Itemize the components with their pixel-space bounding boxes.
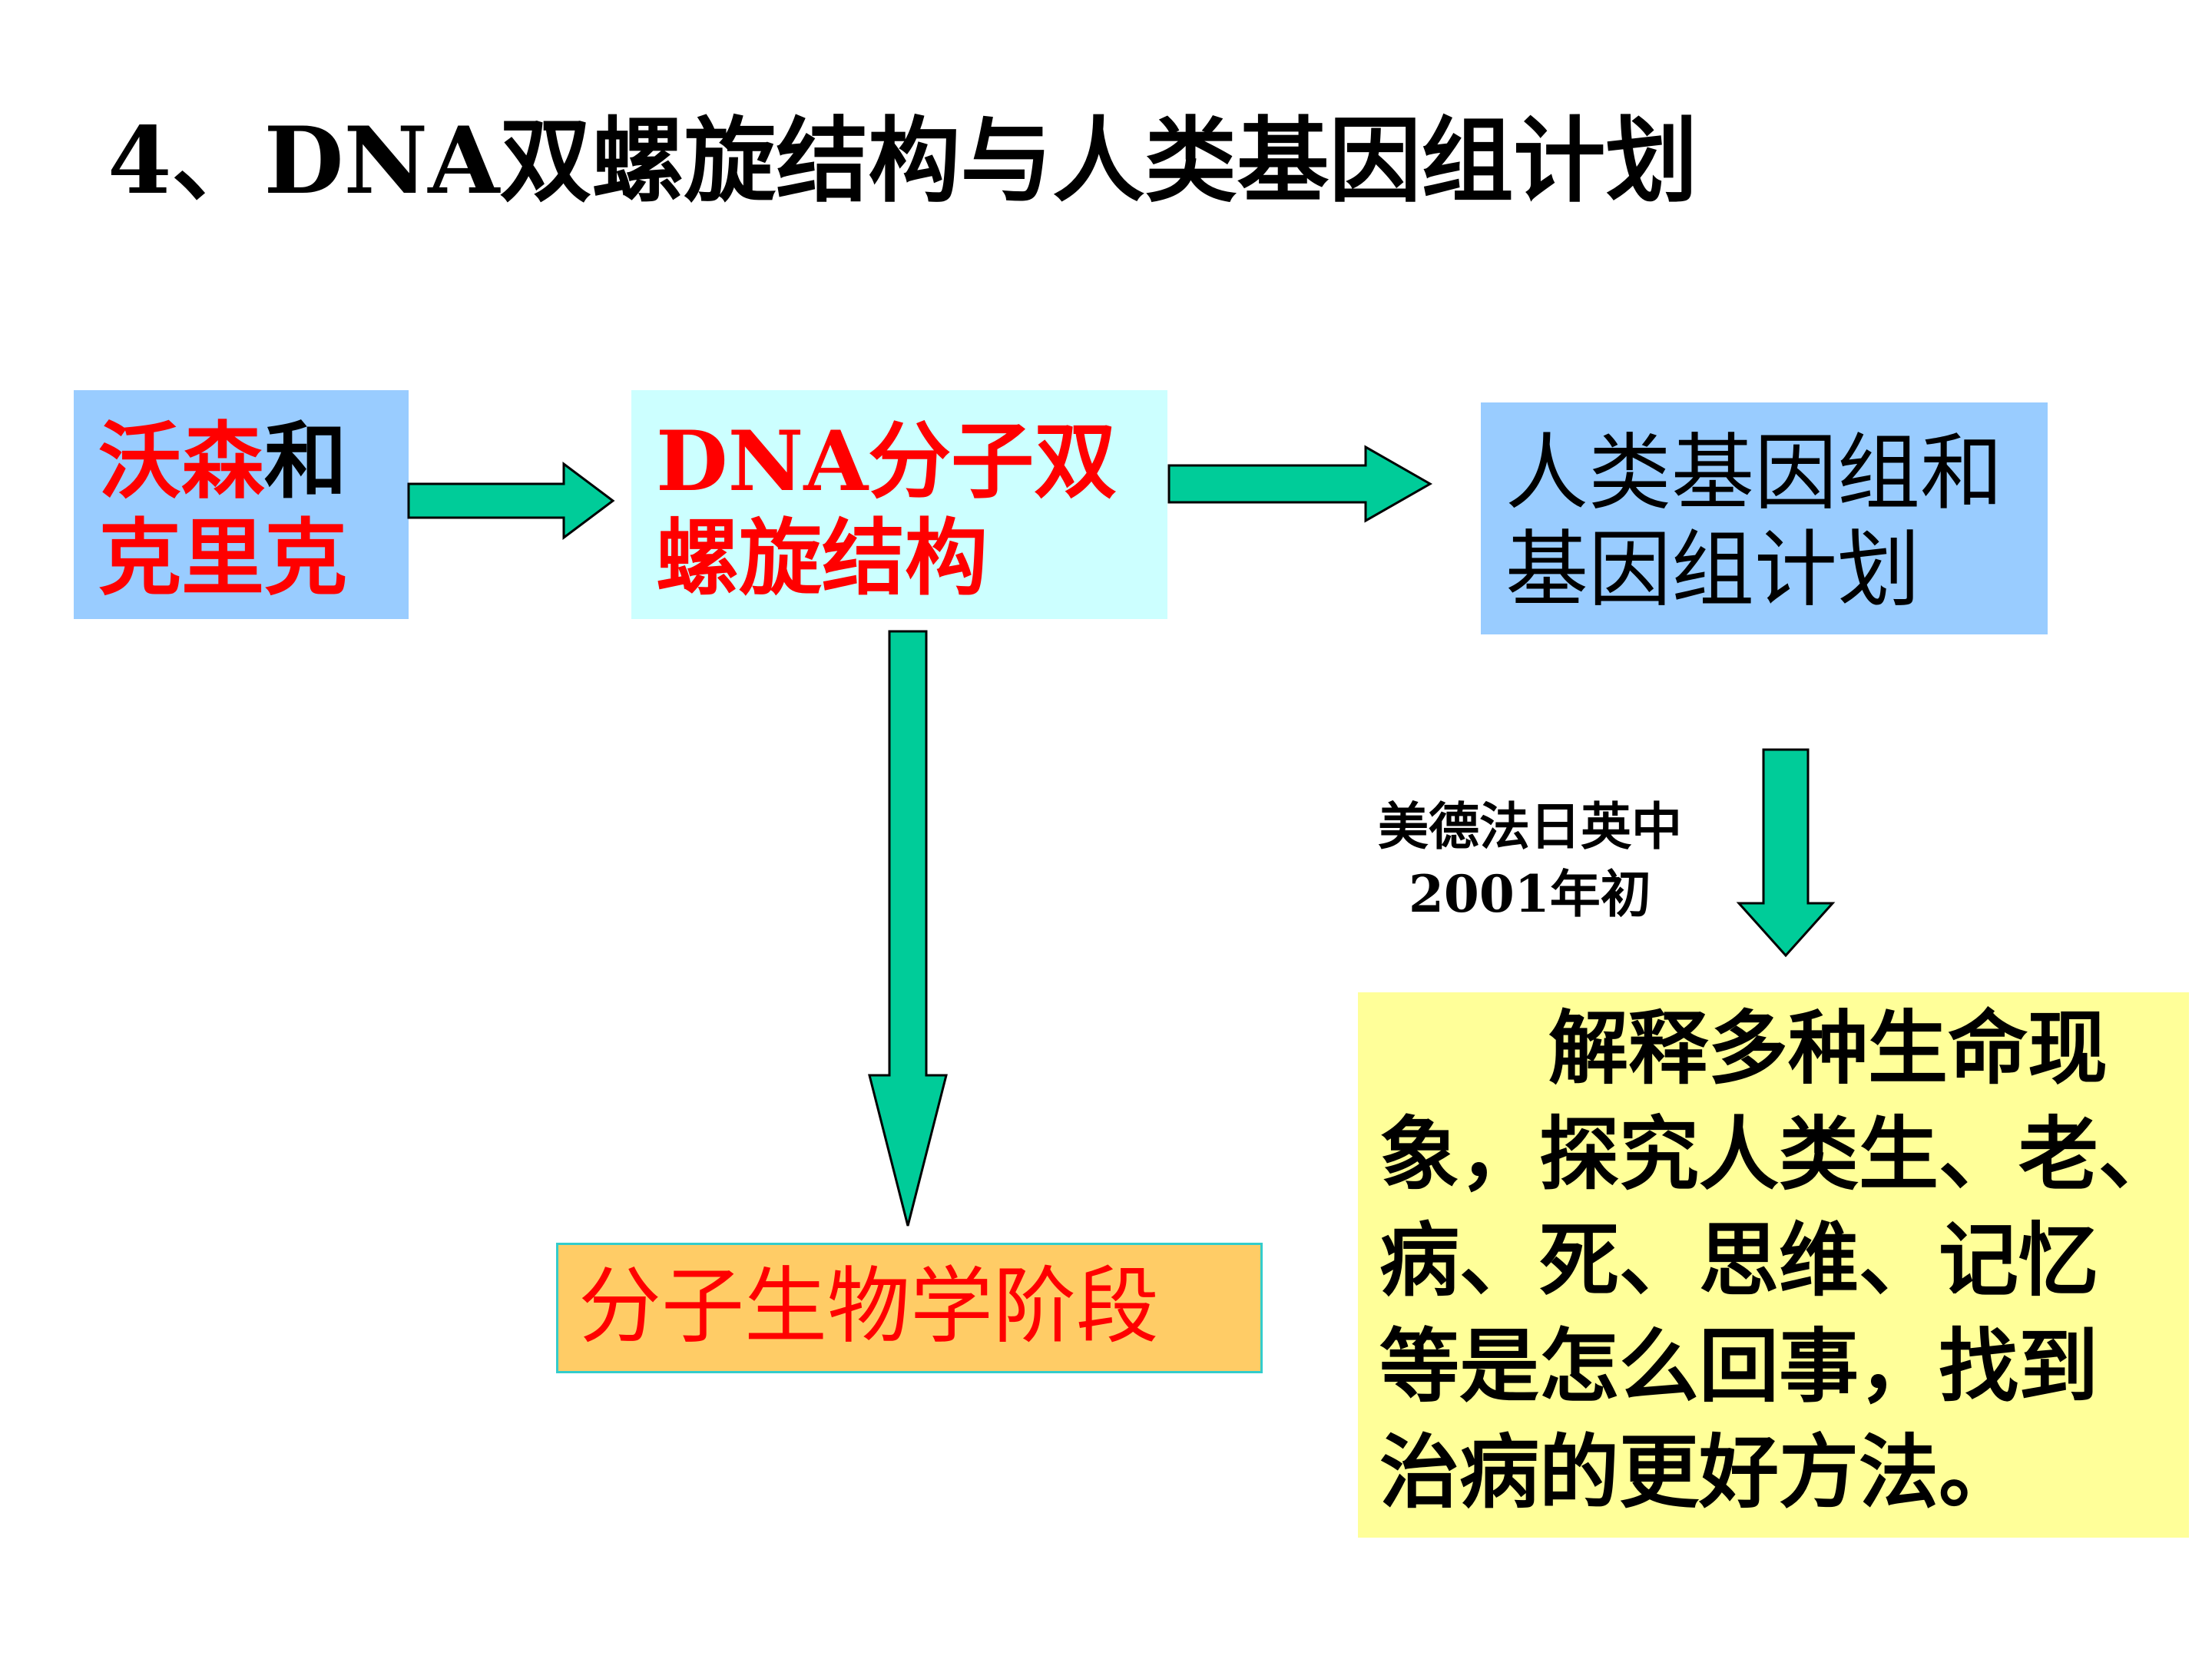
explanation-line-5: 治病的更好方法。 bbox=[1379, 1425, 2019, 1519]
explanation-line-4: 等是怎么回事，找到 bbox=[1379, 1319, 2099, 1413]
scientists-name-watson: 沃森 bbox=[98, 413, 265, 510]
genome-line-1: 人类基因组和 bbox=[1505, 426, 2004, 522]
arrow-dna-to-molecular-stage bbox=[868, 630, 948, 1227]
genome-project-box: 人类基因组和 基因组计划 bbox=[1481, 402, 2048, 634]
scientists-box: 沃森和 克里克 bbox=[74, 390, 409, 619]
explanation-box: 解释多种生命现 象，探究人类生、老、 病、死、思维、记忆 等是怎么回事，找到 治… bbox=[1358, 992, 2189, 1538]
dna-structure-line-1: DNA分子双 bbox=[656, 413, 1118, 510]
countries-note-line-1: 美德法日英中 bbox=[1378, 796, 1682, 856]
scientists-line-1: 沃森和 bbox=[98, 413, 384, 510]
countries-note: 美德法日英中 2001年初 bbox=[1378, 793, 1682, 928]
dna-structure-line-2: 螺旋结构 bbox=[656, 510, 988, 607]
page-title: 4、DNA双螺旋结构与人类基因组计划 bbox=[108, 107, 1698, 215]
explanation-line-2: 象，探究人类生、老、 bbox=[1379, 1107, 2179, 1201]
countries-note-line-2: 2001年初 bbox=[1409, 864, 1651, 924]
dna-structure-box: DNA分子双 螺旋结构 bbox=[631, 390, 1167, 619]
explanation-line-1: 解释多种生命现 bbox=[1548, 1001, 2108, 1095]
molecular-stage-text: 分子生物学阶段 bbox=[578, 1259, 1160, 1355]
explanation-line-3: 病、死、思维、记忆 bbox=[1379, 1213, 2099, 1307]
arrow-scientists-to-dna bbox=[407, 462, 615, 540]
arrow-dna-to-genome bbox=[1167, 445, 1433, 523]
scientists-conjunction: 和 bbox=[264, 413, 348, 510]
molecular-biology-stage-box: 分子生物学阶段 bbox=[556, 1243, 1263, 1373]
arrow-genome-to-explanation bbox=[1736, 748, 1836, 958]
scientists-name-crick: 克里克 bbox=[98, 510, 348, 607]
genome-line-2: 基因组计划 bbox=[1505, 522, 1921, 618]
